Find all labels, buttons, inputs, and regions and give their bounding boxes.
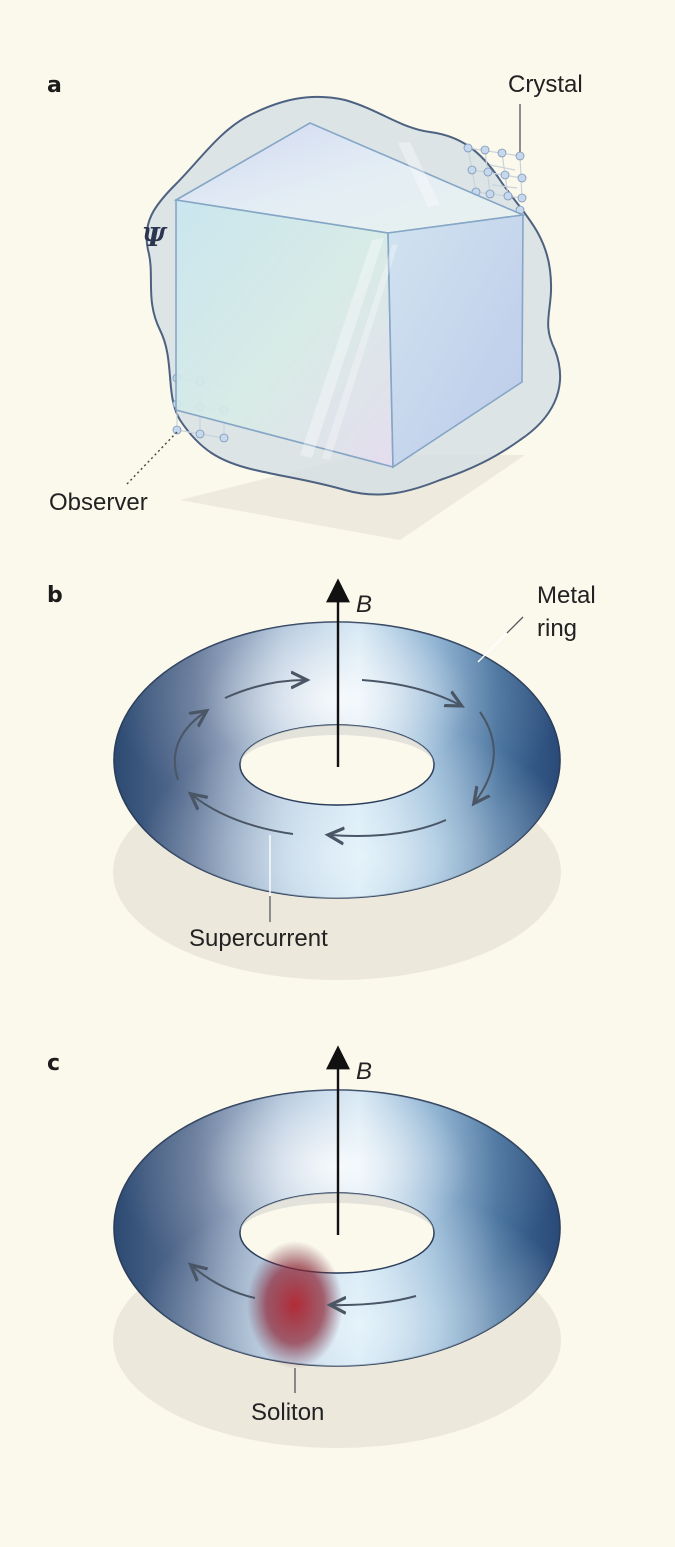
panel-letter-b: b xyxy=(47,583,63,608)
field-label-b: B xyxy=(356,1058,372,1085)
soliton-label: Soliton xyxy=(251,1399,324,1426)
light-streak xyxy=(300,238,384,458)
cube-right-face xyxy=(387,214,524,469)
crystal-cube xyxy=(173,122,526,469)
panel-letter-a: a xyxy=(47,73,62,98)
supercurrent-arrows xyxy=(173,679,495,836)
observer-leader-line xyxy=(126,431,178,485)
light-streak xyxy=(322,244,398,460)
ring-hole-shadow xyxy=(240,1193,434,1233)
ring-front-highlight xyxy=(114,1090,560,1366)
supercurrent-arrow xyxy=(361,679,460,705)
metal-ring-label-line1: Metal xyxy=(537,582,596,609)
supercurrent-arrow xyxy=(475,711,495,802)
supercurrent-arrow xyxy=(332,1295,417,1305)
supercurrent-label: Supercurrent xyxy=(189,925,328,952)
supercurrent-arrow xyxy=(330,819,447,836)
soliton-region xyxy=(247,1241,343,1369)
supercurrent-arrows xyxy=(192,1266,417,1305)
metal-ring-label-line2: ring xyxy=(537,615,577,642)
supercurrent-arrow xyxy=(173,712,205,781)
panel-b: b B Metal ring Supercurrent xyxy=(47,578,596,980)
supercurrent-arrow xyxy=(192,1266,256,1299)
metal-ring-leader-line-outer xyxy=(506,616,524,634)
ring-hole-shadow xyxy=(240,725,434,765)
supercurrent-arrow xyxy=(192,795,294,835)
crystal-label: Crystal xyxy=(508,71,583,98)
light-streak xyxy=(398,142,440,207)
supercurrent-arrow xyxy=(224,680,305,699)
panel-c: c B Soliton xyxy=(47,1045,561,1448)
observer-label: Observer xyxy=(49,489,148,516)
wavefunction-symbol: Ψ xyxy=(142,223,168,253)
field-label-b: B xyxy=(356,591,372,618)
panel-a: a xyxy=(47,71,583,540)
panel-letter-c: c xyxy=(47,1051,60,1076)
